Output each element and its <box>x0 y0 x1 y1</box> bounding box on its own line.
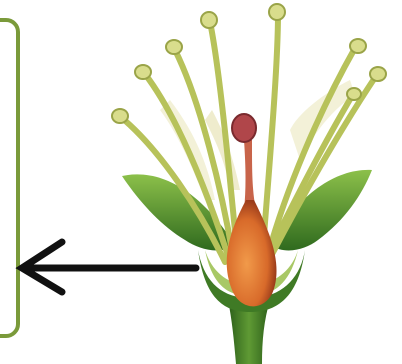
style <box>244 140 256 210</box>
stigma <box>232 114 256 142</box>
pointer-arrow <box>22 242 196 292</box>
sepal-right <box>270 170 372 251</box>
